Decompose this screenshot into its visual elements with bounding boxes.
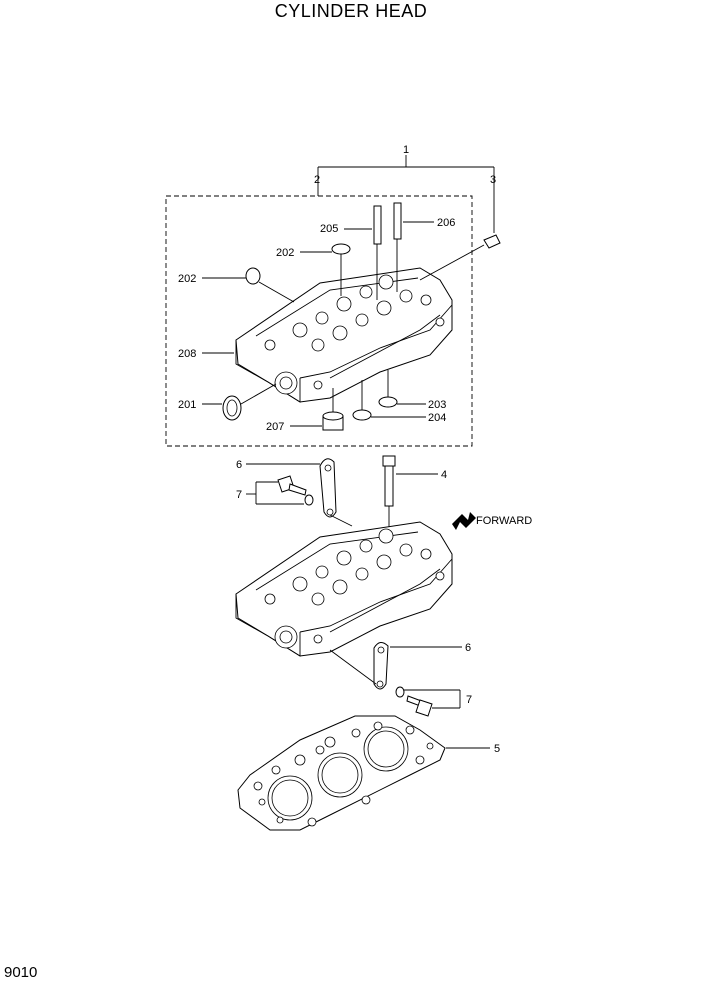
- bolt-4: [382, 455, 396, 540]
- hanger-6-upper: [319, 458, 353, 527]
- forward-label: FORWARD: [476, 515, 532, 527]
- callout-204: 204: [428, 412, 446, 424]
- callout-1: 1: [403, 144, 409, 156]
- callout-6-lower: 6: [465, 642, 471, 654]
- cup-207: [322, 388, 344, 431]
- seal-202-upper: [331, 243, 351, 296]
- leader-lines: [202, 221, 490, 749]
- callout-6-upper: 6: [236, 459, 242, 471]
- valve-guide-205: [373, 205, 382, 300]
- page-number: 9010: [4, 964, 38, 981]
- cup-203: [378, 370, 398, 408]
- callout-205: 205: [320, 223, 338, 235]
- diagram-title: CYLINDER HEAD: [274, 1, 428, 21]
- seal-202-left: [245, 267, 295, 303]
- assembly-bracket: [317, 155, 495, 233]
- callout-7-lower: 7: [466, 694, 472, 706]
- callout-5: 5: [494, 743, 500, 755]
- callout-4: 4: [441, 469, 447, 481]
- head-gasket: [237, 715, 446, 831]
- callout-207: 207: [266, 421, 284, 433]
- callout-3: 3: [490, 174, 496, 186]
- callout-202-upper: 202: [276, 247, 294, 259]
- callout-2: 2: [314, 174, 320, 186]
- callout-206: 206: [437, 217, 455, 229]
- callout-7-upper: 7: [236, 489, 242, 501]
- callout-203: 203: [428, 399, 446, 411]
- bolt-7-lower: [395, 686, 433, 717]
- lower-cylinder-head: [235, 521, 453, 657]
- forward-arrow-icon: [452, 512, 476, 530]
- upper-cylinder-head: [235, 267, 453, 403]
- valve-guide-206: [393, 202, 402, 292]
- callout-201: 201: [178, 399, 196, 411]
- callout-202-left: 202: [178, 273, 196, 285]
- hanger-6-lower: [329, 642, 389, 690]
- callout-labels: 1 2 3 205 206 202 202 208 201 203 204 20…: [178, 144, 532, 755]
- bolt-7-upper: [277, 475, 314, 506]
- callout-208: 208: [178, 348, 196, 360]
- cup-204: [352, 380, 372, 421]
- seal-ring-201: [222, 383, 277, 421]
- sub-assembly-box: [165, 195, 473, 447]
- plug-3: [419, 234, 501, 281]
